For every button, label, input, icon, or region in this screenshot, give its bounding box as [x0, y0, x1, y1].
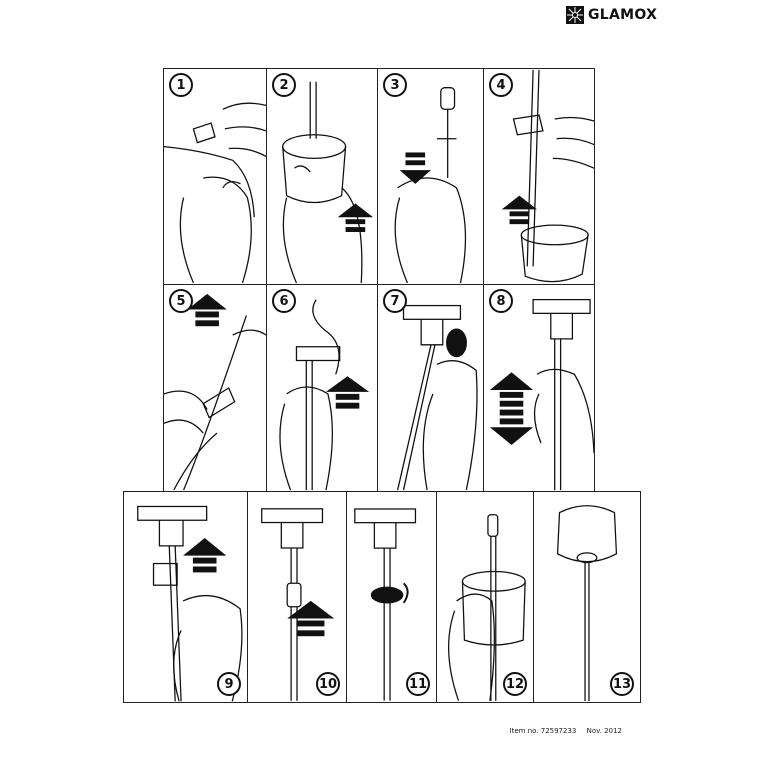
- step-panel-3: 3: [377, 68, 484, 285]
- step-number-badge: 11: [406, 672, 430, 696]
- hand-icon: [501, 69, 594, 283]
- step-panel-2: 2: [266, 68, 378, 285]
- brand-logo: GLAMOX: [566, 4, 657, 26]
- item-number: Item no. 72597233: [509, 727, 577, 735]
- hand-icon: [137, 505, 243, 702]
- hand-icon: [279, 299, 370, 491]
- step-panel-8: 8: [483, 284, 595, 492]
- publication-date: Nov. 2012: [586, 727, 622, 735]
- sunburst-icon: [566, 6, 584, 24]
- arrow-icon: [183, 537, 227, 573]
- step-panel-11: 11: [346, 491, 437, 703]
- arrow-icon: [501, 195, 538, 225]
- step-panel-9: 9: [123, 491, 248, 703]
- brand-name: GLAMOX: [588, 7, 658, 23]
- arrow-icon: [325, 376, 370, 409]
- step-panel-7: 7: [377, 284, 484, 492]
- cable-icon: [556, 505, 618, 702]
- step-panel-13: 13: [533, 491, 641, 703]
- document-footer: Item no. 72597233 Nov. 2012: [510, 727, 622, 735]
- step-number-badge: 13: [610, 672, 634, 696]
- hand-icon: [164, 102, 266, 284]
- step-panel-4: 4: [483, 68, 595, 285]
- arrow-icon: [287, 600, 335, 637]
- step-number-badge: 3: [383, 73, 407, 97]
- step-number-badge: 6: [272, 289, 296, 313]
- hand-icon: [164, 293, 266, 491]
- step-number-badge: 8: [489, 289, 513, 313]
- hand-icon: [397, 304, 478, 491]
- step-panel-6: 6: [266, 284, 378, 492]
- cable-icon: [354, 508, 417, 701]
- hand-icon: [489, 298, 594, 491]
- step-number-badge: 5: [169, 289, 193, 313]
- hand-icon: [448, 514, 526, 702]
- arrow-icon: [337, 203, 374, 232]
- arrow-icon: [399, 152, 431, 184]
- step-panel-12: 12: [436, 491, 534, 703]
- arrow-icon: [489, 372, 534, 445]
- step-number-badge: 4: [489, 73, 513, 97]
- step-panel-1: 1: [163, 68, 267, 285]
- step-number-badge: 7: [383, 289, 407, 313]
- arrow-icon: [187, 293, 227, 327]
- step-number-badge: 1: [169, 73, 193, 97]
- cable-icon: [261, 508, 335, 701]
- step-number-badge: 9: [217, 672, 241, 696]
- step-number-badge: 2: [272, 73, 296, 97]
- step-number-badge: 12: [503, 672, 527, 696]
- hand-icon: [394, 87, 467, 284]
- hand-icon: [282, 81, 374, 284]
- step-number-badge: 10: [316, 672, 340, 696]
- step-panel-10: 10: [247, 491, 347, 703]
- step-panel-5: 5: [163, 284, 267, 492]
